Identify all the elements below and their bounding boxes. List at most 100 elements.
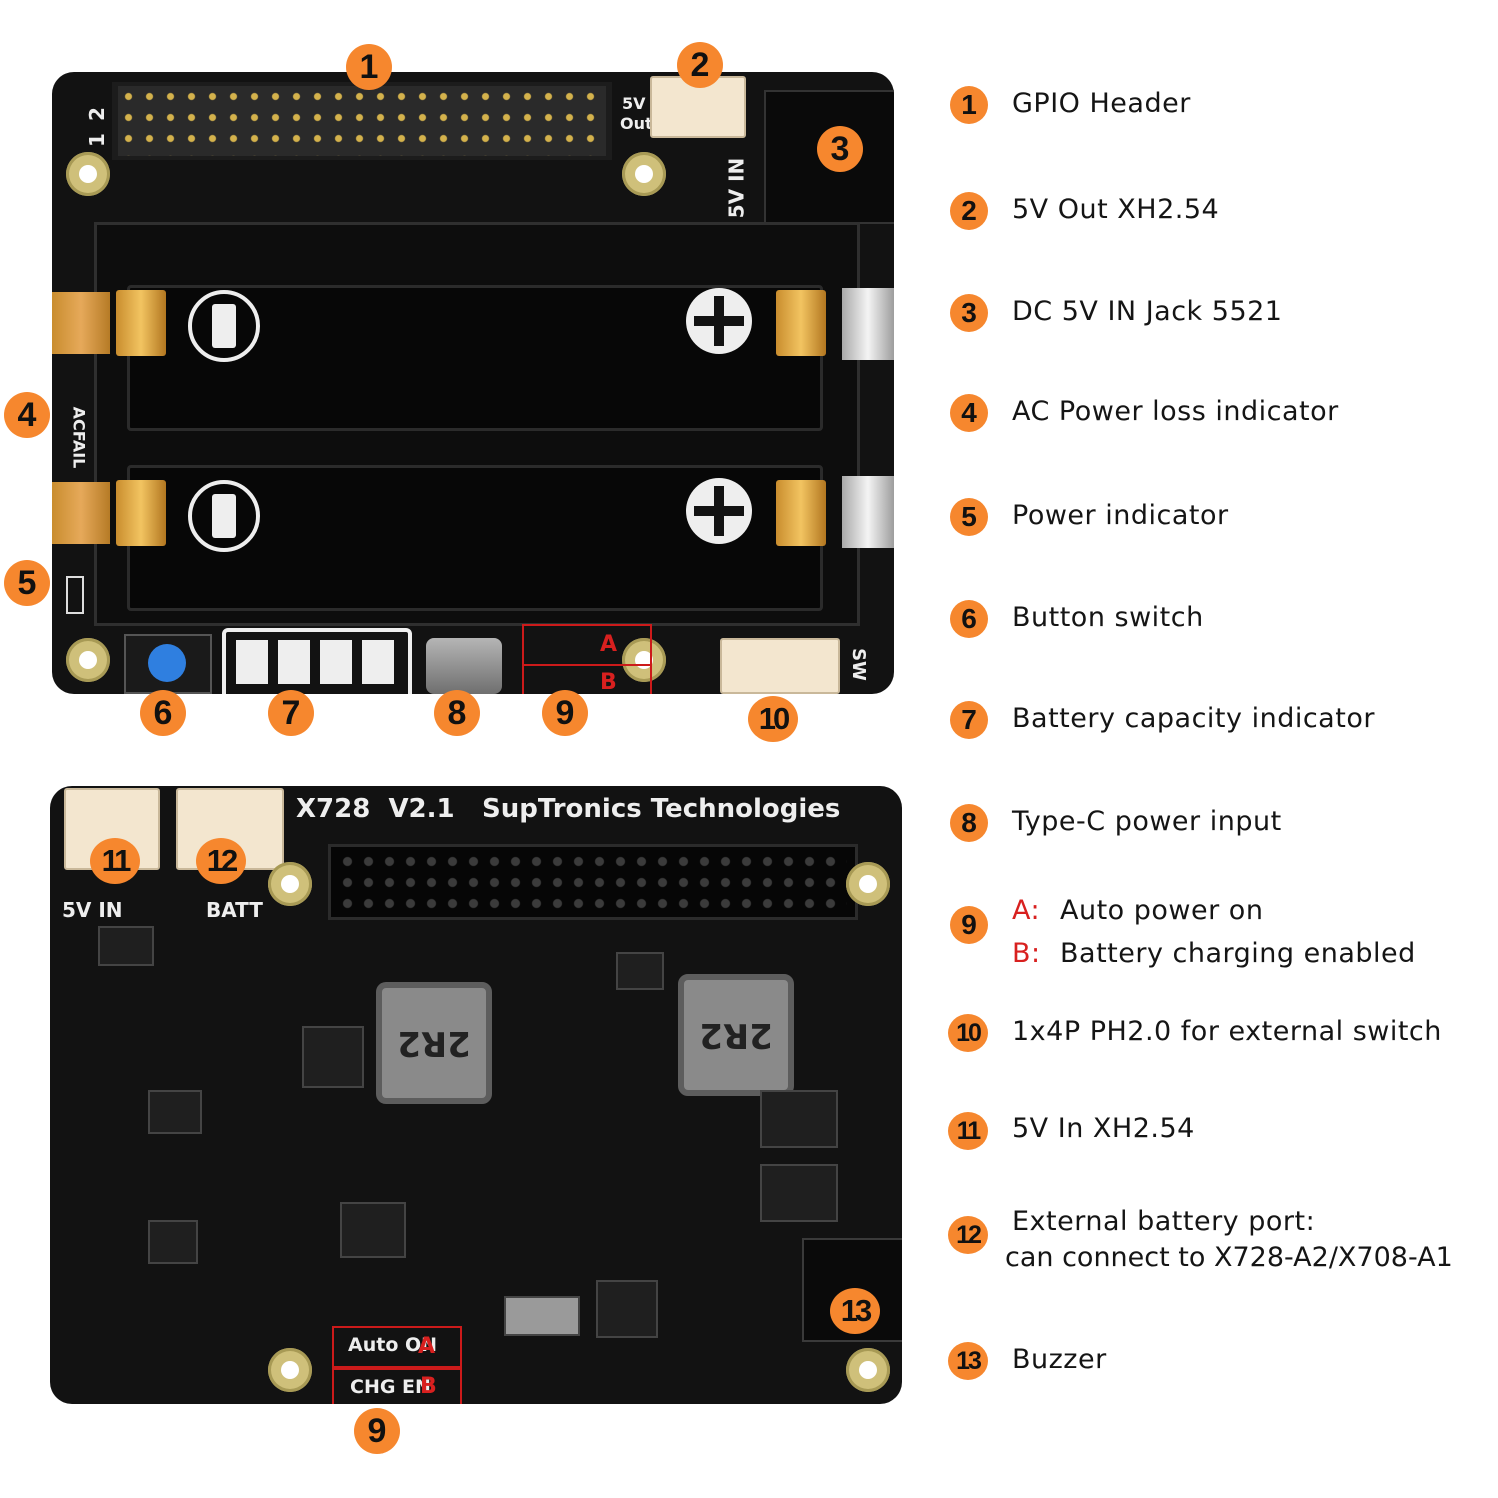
gpio-header: [112, 82, 612, 160]
plus-icon: [686, 478, 752, 544]
minus-icon: [188, 480, 260, 552]
5v-out-label-2: Out: [620, 114, 653, 133]
legend-text-1: GPIO Header: [1012, 88, 1191, 119]
callout-4: 4: [4, 392, 50, 438]
legend-num-9: 9: [950, 906, 988, 944]
mounting-hole: [268, 1348, 312, 1392]
ic-chip: [596, 1280, 658, 1338]
jumper-b-letter: B: [600, 670, 617, 694]
model-label: X728 V2.1: [296, 794, 455, 824]
model: X728: [296, 794, 371, 824]
callout-12: 12: [196, 838, 246, 884]
legend-9a-label: A:: [1012, 895, 1041, 926]
legend-text-5: Power indicator: [1012, 500, 1229, 531]
battery-clip: [116, 290, 166, 356]
mounting-hole: [66, 152, 110, 196]
chg-en-label: CHG EN: [350, 1376, 431, 1398]
legend-text-8: Type-C power input: [1012, 806, 1282, 837]
legend-text-7: Battery capacity indicator: [1012, 703, 1375, 734]
sw-label: SW: [847, 648, 869, 681]
jumper-a-box: [522, 624, 652, 666]
battery-pad: [52, 292, 110, 354]
gpio-header-underside: [328, 844, 858, 920]
plus-icon: [686, 288, 752, 354]
ic-chip: [616, 952, 664, 990]
callout-9: 9: [542, 690, 588, 736]
legend-text-12: External battery port:: [1012, 1206, 1316, 1237]
acfail-label: ACFAIL: [69, 406, 89, 469]
ic-chip: [760, 1164, 838, 1222]
top-board: 1 2 5V Out 5V IN ACFAIL: [52, 72, 894, 694]
power-led: [66, 576, 84, 614]
5v-in-silk: 5V IN: [62, 898, 123, 922]
legend-text-12b: can connect to X728-A2/X708-A1: [1005, 1242, 1453, 1273]
legend-text-3: DC 5V IN Jack 5521: [1012, 296, 1283, 327]
button-switch[interactable]: [124, 634, 212, 694]
callout-13: 13: [830, 1288, 880, 1334]
ic-chip: [98, 926, 154, 966]
ic-chip: [148, 1090, 202, 1134]
legend-text-10: 1x4P PH2.0 for external switch: [1012, 1016, 1442, 1047]
battery-pad: [842, 288, 894, 360]
callout-3: 3: [817, 126, 863, 172]
legend-text-13: Buzzer: [1012, 1344, 1107, 1375]
pin-1-label: 1: [84, 133, 109, 147]
legend-num-4: 4: [950, 394, 988, 432]
ic-chip: [302, 1026, 364, 1088]
callout-11: 11: [90, 838, 140, 884]
pin-2-label: 2: [84, 107, 109, 121]
mounting-hole: [846, 862, 890, 906]
legend-num-5: 5: [950, 498, 988, 536]
legend-num-1: 1: [950, 86, 988, 124]
ic-chip: [504, 1296, 580, 1336]
battery-pad: [842, 476, 894, 548]
legend-num-2: 2: [950, 192, 988, 230]
auto-on-label: Auto ON: [348, 1334, 438, 1356]
legend-num-13: 13: [948, 1342, 988, 1380]
chg-en-letter: B: [420, 1374, 437, 1399]
auto-on-box: [332, 1326, 462, 1368]
type-c-port: [426, 638, 502, 694]
callout-9-bottom: 9: [354, 1408, 400, 1454]
battery-clip: [776, 480, 826, 546]
ic-chip: [148, 1220, 198, 1264]
batt-silk: BATT: [206, 898, 263, 922]
maker-label: SupTronics Technologies: [482, 794, 841, 824]
callout-6: 6: [140, 690, 186, 736]
legend-num-6: 6: [950, 600, 988, 638]
callout-10: 10: [748, 696, 798, 742]
legend-num-11: 11: [948, 1112, 988, 1150]
legend-text-6: Button switch: [1012, 602, 1204, 633]
battery-clip: [776, 290, 826, 356]
legend-9a-text: Auto power on: [1060, 895, 1264, 926]
batt-connector: [176, 788, 284, 870]
legend-text-4: AC Power loss indicator: [1012, 396, 1339, 427]
legend-text-11: 5V In XH2.54: [1012, 1113, 1195, 1144]
battery-holder: [94, 222, 860, 626]
mounting-hole: [846, 1348, 890, 1392]
switch-connector: [720, 638, 840, 694]
jumper-a-letter: A: [600, 632, 618, 657]
chg-en-box: [332, 1368, 462, 1404]
ic-chip: [340, 1202, 406, 1258]
ic-chip: [760, 1090, 838, 1148]
legend-num-10: 10: [948, 1014, 988, 1052]
callout-2: 2: [677, 42, 723, 88]
legend-text-2: 5V Out XH2.54: [1012, 194, 1220, 225]
legend-num-7: 7: [950, 701, 988, 739]
legend-num-12: 12: [948, 1216, 988, 1254]
callout-5: 5: [4, 560, 50, 606]
battery-pad: [52, 482, 110, 544]
inductor: 2R2: [678, 974, 794, 1096]
callout-7: 7: [268, 690, 314, 736]
mounting-hole: [622, 152, 666, 196]
legend-num-8: 8: [950, 804, 988, 842]
jumper-b-box: [522, 664, 652, 694]
mounting-hole: [66, 638, 110, 682]
battery-capacity-indicator: [222, 628, 412, 694]
battery-clip: [116, 480, 166, 546]
minus-icon: [188, 290, 260, 362]
version: V2.1: [388, 794, 455, 824]
legend-9b-label: B:: [1012, 938, 1041, 969]
callout-8: 8: [434, 690, 480, 736]
